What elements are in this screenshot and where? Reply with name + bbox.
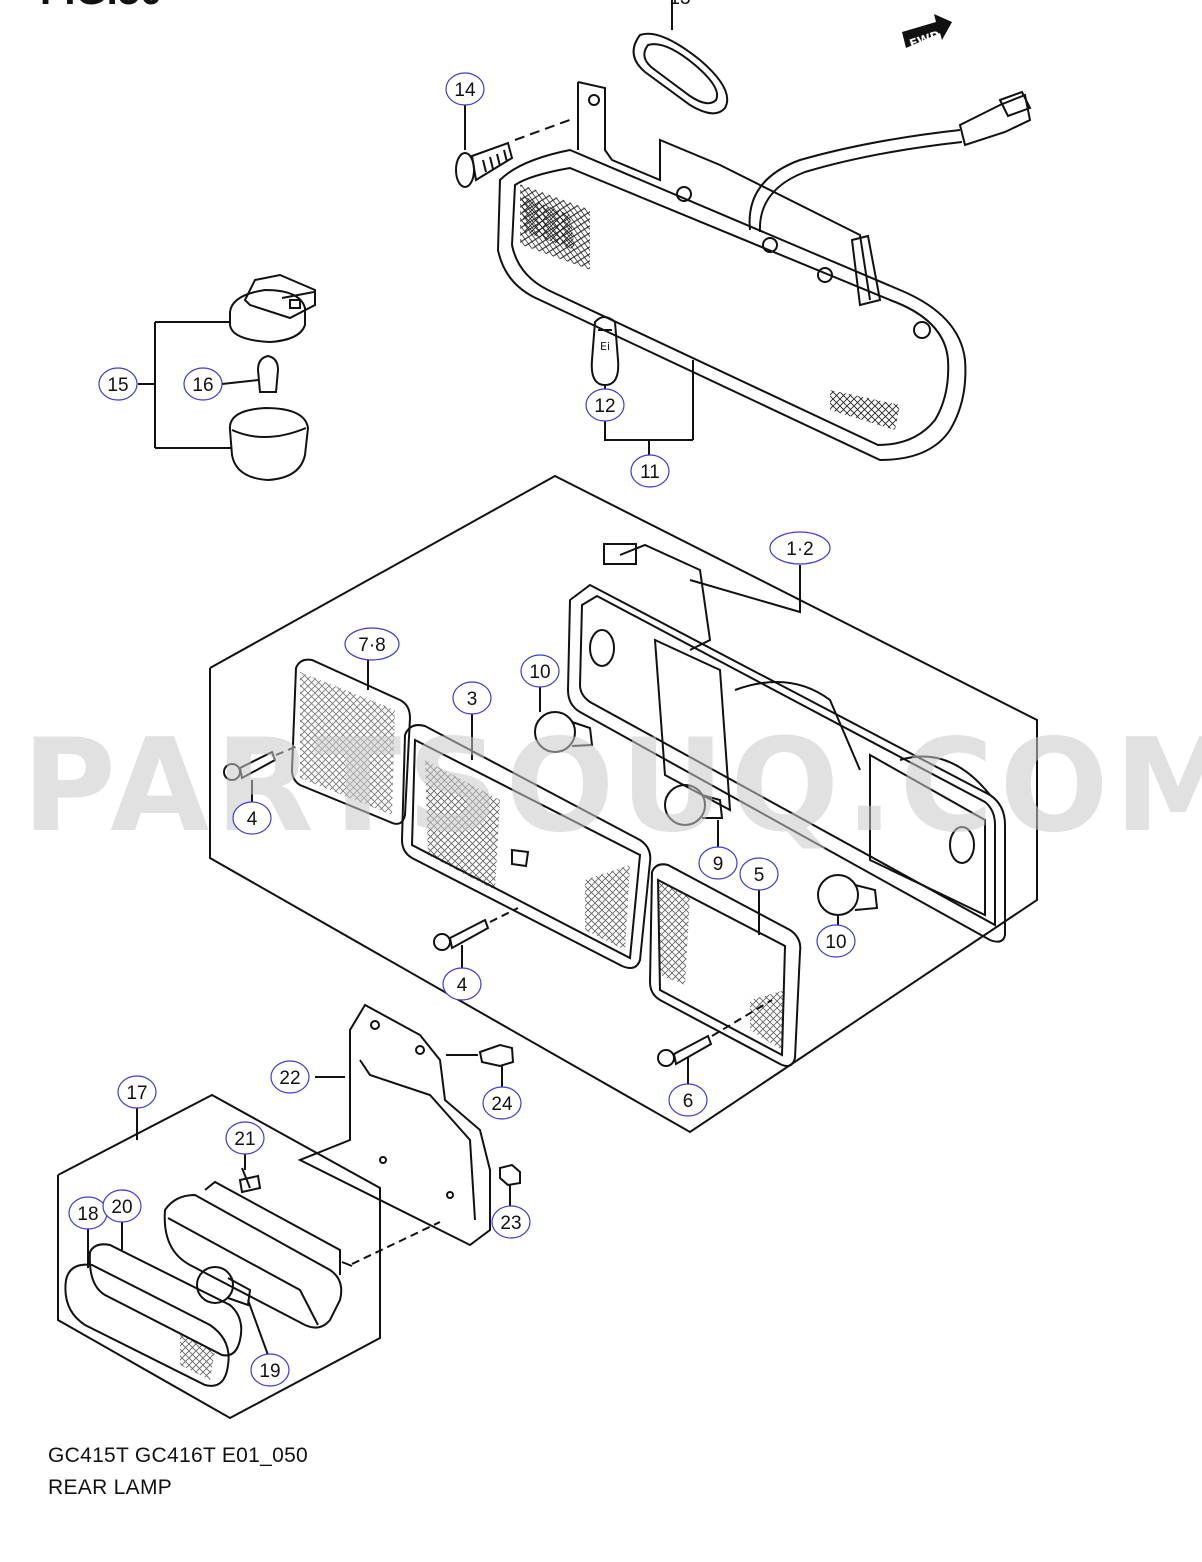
- callout-ring: [452, 681, 492, 715]
- callout-5: 5: [754, 865, 765, 886]
- figure-heading: FIG.50: [40, 0, 162, 13]
- part-lens-3: [400, 712, 652, 969]
- callout-ring: [739, 857, 779, 891]
- callout-ring: [482, 1086, 522, 1120]
- watermark: PARTSOUQ.COM: [22, 712, 1202, 861]
- callout-4-lower: 4: [457, 975, 468, 996]
- callout-18: 18: [77, 1204, 98, 1225]
- callout-1-2: 1·2: [786, 539, 813, 560]
- callout-ring: [445, 72, 485, 106]
- callout-ring: [769, 531, 831, 565]
- part-socket-15: [138, 273, 316, 482]
- part-bulbs-9-10: [534, 686, 879, 928]
- callout-ring: [117, 1075, 157, 1109]
- callout-ring: [250, 1353, 290, 1387]
- callout-ring: [102, 1189, 142, 1223]
- callout-ring: [491, 1205, 531, 1239]
- callout-15: 15: [107, 375, 128, 396]
- part-high-mount-lamp-11: [496, 81, 1032, 462]
- part-screws-4-6: [223, 744, 773, 1085]
- callout-16: 16: [192, 375, 213, 396]
- part-lamp-housing-1-2: [566, 543, 1006, 943]
- part-gasket-13: [632, 0, 729, 115]
- callout-ring: [98, 367, 138, 401]
- part-lens-5: [648, 863, 802, 1067]
- callout-ring: [225, 1121, 265, 1155]
- group-box-license-lamp-17: [57, 1093, 381, 1420]
- callout-ring: [668, 1083, 708, 1117]
- fwd-arrow-icon: FWD: [902, 14, 952, 51]
- callout-7-8: 7·8: [358, 635, 385, 656]
- callout-17: 17: [126, 1083, 147, 1104]
- callout-6: 6: [683, 1091, 694, 1112]
- part-bracket-22: [297, 1003, 491, 1247]
- callout-ring: [520, 654, 560, 688]
- part-lens-7-8: [290, 655, 412, 825]
- callout-ring: [344, 627, 400, 661]
- callout-13: 13: [669, 0, 690, 9]
- callout-4-left: 4: [247, 809, 258, 830]
- callout-21: 21: [234, 1129, 255, 1150]
- svg-text:Ei: Ei: [600, 340, 610, 353]
- callout-12: 12: [594, 396, 615, 417]
- part-bulb-12: Ei: [590, 316, 693, 458]
- part-license-lamp-body: [163, 1150, 441, 1356]
- callout-ring: [232, 801, 272, 835]
- callout-22: 22: [279, 1068, 300, 1089]
- part-screws-23-24: [446, 1043, 521, 1208]
- callout-ring: [630, 454, 670, 488]
- callout-ring: [442, 967, 482, 1001]
- group-box-main: [209, 474, 1038, 1134]
- callout-ring: [698, 846, 738, 880]
- callout-ring: [585, 388, 625, 422]
- callout-ring: [816, 924, 856, 958]
- callout-23: 23: [500, 1213, 521, 1234]
- callout-ring: [270, 1060, 310, 1094]
- caption-title: REAR LAMP: [48, 1476, 173, 1499]
- part-lens-18-20: [64, 1218, 243, 1387]
- callout-11: 11: [640, 462, 660, 483]
- part-screw-14: [455, 103, 576, 188]
- callout-9: 9: [713, 854, 724, 875]
- callout-20: 20: [111, 1197, 132, 1218]
- caption-model-code: GC415T GC416T E01_050: [48, 1444, 309, 1467]
- callout-24: 24: [491, 1094, 513, 1115]
- callout-10-upper: 10: [529, 662, 550, 683]
- callout-3: 3: [467, 689, 478, 710]
- callout-19: 19: [259, 1361, 280, 1382]
- callout-10-lower: 10: [825, 932, 846, 953]
- callout-14: 14: [454, 80, 476, 101]
- callout-ring: [183, 367, 223, 401]
